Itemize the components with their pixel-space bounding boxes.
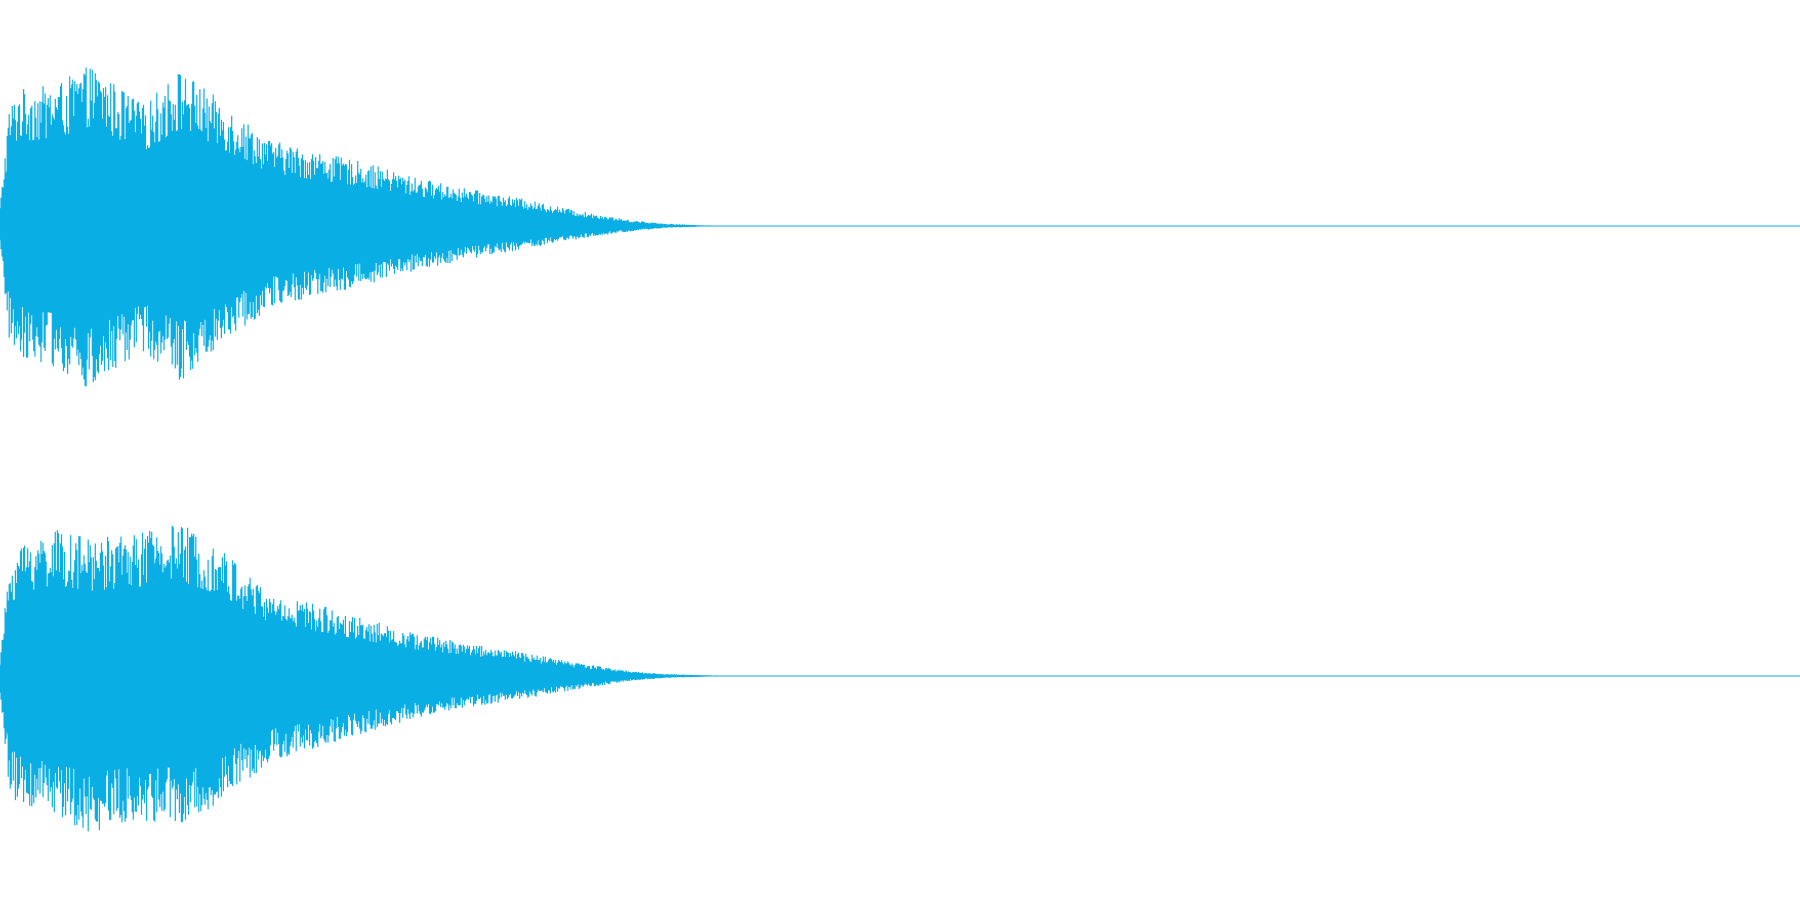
channel-waveform-peaks — [0, 67, 736, 387]
waveform-channel-left — [0, 67, 1800, 387]
channel-waveform-peaks — [0, 525, 737, 832]
waveform-channel-right — [0, 525, 1800, 832]
